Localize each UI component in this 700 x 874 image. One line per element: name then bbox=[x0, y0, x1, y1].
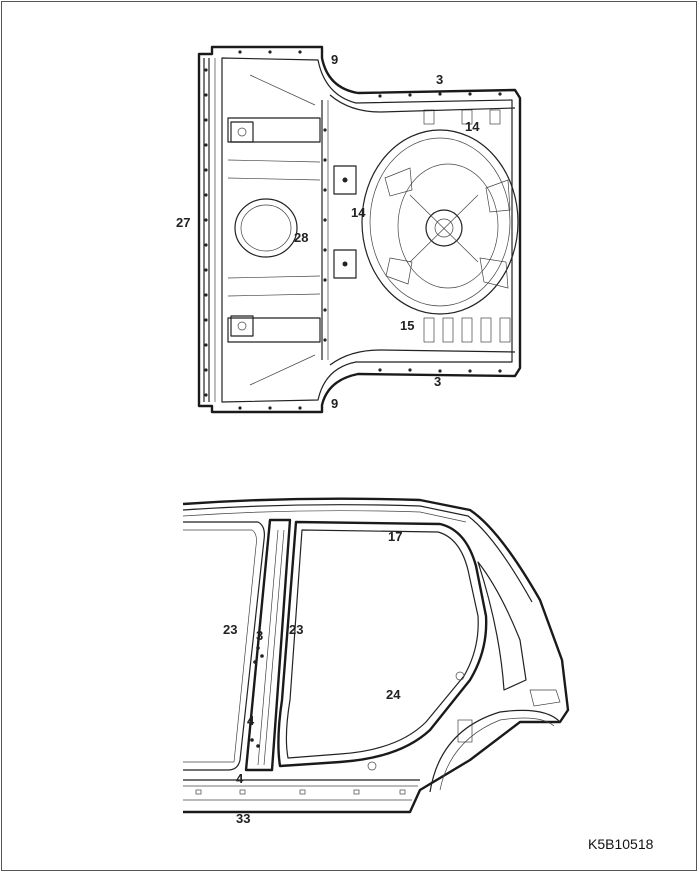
callout-side-4-upper: 4 bbox=[247, 713, 255, 728]
callout-floor-9-top: 9 bbox=[331, 52, 338, 67]
callout-side-33: 33 bbox=[236, 811, 250, 826]
spot-welds-floor bbox=[204, 50, 502, 410]
callout-floor-14-upper: 14 bbox=[465, 119, 480, 134]
rear-floor-panel bbox=[197, 45, 522, 414]
figure-reference: K5B10518 bbox=[588, 836, 654, 852]
callout-floor-3-top: 3 bbox=[436, 72, 443, 87]
callout-side-3: 3 bbox=[256, 628, 263, 643]
callout-side-23-right: 23 bbox=[289, 622, 303, 637]
callout-floor-15: 15 bbox=[400, 318, 414, 333]
callout-floor-28: 28 bbox=[294, 230, 308, 245]
callout-floor-9-bottom: 9 bbox=[331, 396, 338, 411]
callout-side-23-left: 23 bbox=[223, 622, 237, 637]
callout-floor-27: 27 bbox=[176, 215, 190, 230]
callout-floor-3-bottom: 3 bbox=[434, 374, 441, 389]
body-side-panel bbox=[182, 497, 570, 814]
callout-side-24: 24 bbox=[386, 687, 401, 702]
callout-floor-14-center: 14 bbox=[351, 205, 366, 220]
callout-side-17: 17 bbox=[388, 529, 402, 544]
callout-side-4-lower: 4 bbox=[236, 771, 244, 786]
